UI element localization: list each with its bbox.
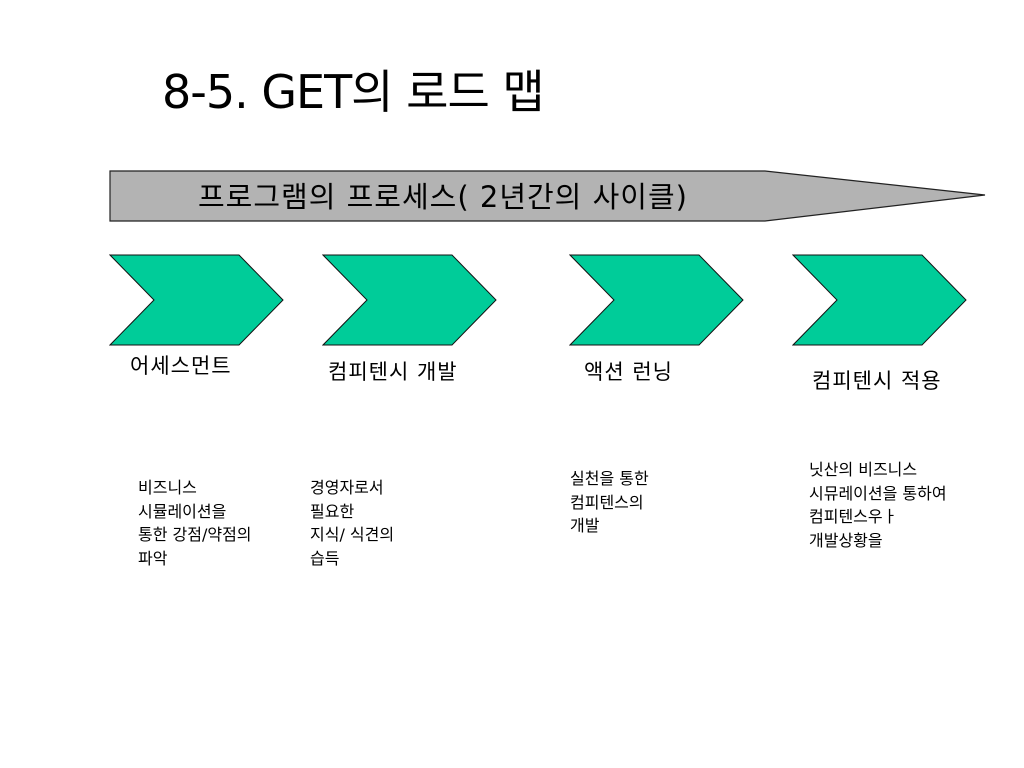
- stage-2-description-line: 필요한: [310, 501, 355, 521]
- stage-3-chevron: [569, 254, 744, 346]
- stage-3-description-line: 컴피텐스의: [570, 492, 644, 512]
- stage-1-label: 어세스먼트: [130, 354, 232, 378]
- banner-arrow-shape: [109, 170, 986, 222]
- stage-1-chevron: [109, 254, 284, 346]
- stage-2-description: 경영자로서 필요한 지식/ 식견의 습득: [310, 476, 394, 570]
- stage-4-description-line: 개발상황을: [809, 530, 883, 550]
- stage-1-description: 비즈니스 시뮬레이션을 통한 강점/약점의 파악: [138, 476, 252, 570]
- stage-1-description-line: 비즈니스: [138, 478, 197, 497]
- stage-3-description-line: 실천을 통한: [570, 469, 649, 488]
- stage-4-description: 닛산의 비즈니스 시뮤레이션을 통하여 컴피텐스우ㅏ 개발상황을: [809, 458, 947, 552]
- stage-2-description-line: 습득: [310, 548, 340, 568]
- stage-1-description-line: 파악: [138, 548, 168, 568]
- stage-1-description-line: 통한 강점/약점의: [138, 525, 252, 544]
- page-title: 8-5. GET의 로드 맵: [162, 65, 545, 119]
- banner-label: 프로그램의 프로세스( 2년간의 사이클): [198, 180, 688, 214]
- stage-2-label: 컴피텐시 개발: [328, 360, 458, 384]
- stage-3-description-line: 개발: [570, 516, 600, 535]
- stage-3-label: 액션 런닝: [584, 360, 673, 384]
- stage-2-chevron: [322, 254, 497, 346]
- stage-2-description-line: 지식/ 식견의: [310, 525, 395, 544]
- process-banner-arrow: 프로그램의 프로세스( 2년간의 사이클): [108, 168, 988, 226]
- stage-4-description-line: 컴피텐스우ㅏ: [809, 507, 898, 526]
- stage-2-description-line: 경영자로서: [310, 478, 384, 497]
- stage-1-description-line: 시뮬레이션을: [138, 501, 227, 521]
- stage-4-chevron: [792, 254, 967, 346]
- stage-4-label: 컴피텐시 적용: [812, 369, 942, 393]
- stage-3-description: 실천을 통한 컴피텐스의 개발: [570, 467, 649, 538]
- stage-4-description-line: 시뮤레이션을 통하여: [809, 483, 947, 503]
- stage-4-description-line: 닛산의 비즈니스: [809, 460, 918, 479]
